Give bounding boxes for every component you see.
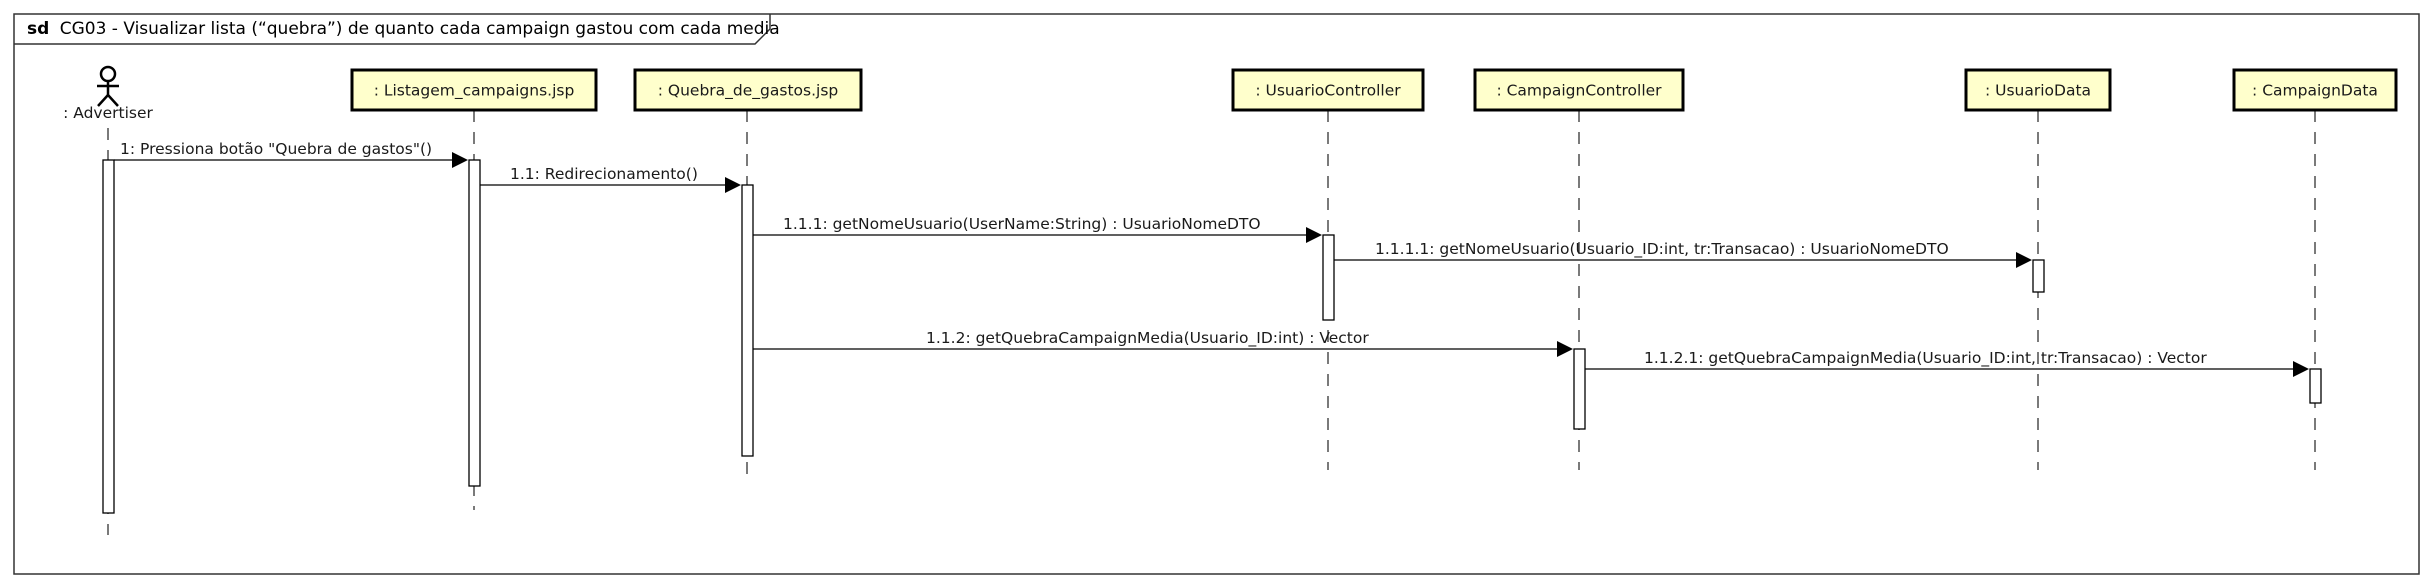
actor-label: : Advertiser <box>63 104 153 122</box>
lifeline-label-listagem: : Listagem_campaigns.jsp <box>374 82 575 101</box>
advertiser-actor-icon <box>97 65 119 107</box>
message-label-1-1: 1.1: Redirecionamento() <box>510 165 698 183</box>
activation-usuario-controller <box>1322 234 1335 321</box>
activation-listagem <box>468 159 481 487</box>
lifeline-label-campaign-data: : CampaignData <box>2252 82 2378 100</box>
frame-title-text: CG03 - Visualizar lista (“quebra”) de qu… <box>60 19 780 39</box>
lifeline-label-campaign-controller: : CampaignController <box>1496 82 1662 100</box>
lifeline-box-usuario-data <box>1964 68 2112 112</box>
diagram-frame <box>13 13 2420 575</box>
lifeline-box-campaign-controller <box>1473 68 1685 112</box>
lifeline-box-listagem <box>350 68 598 112</box>
lifeline-box-campaign-data <box>2232 68 2398 112</box>
arrowhead-1-1 <box>725 177 741 193</box>
message-label-1: 1: Pressiona botão "Quebra de gastos"() <box>120 140 432 158</box>
message-label-1-1-1: 1.1.1: getNomeUsuario(UserName:String) :… <box>783 215 1261 233</box>
message-label-1-1-2-1: 1.1.2.1: getQuebraCampaignMedia(Usuario_… <box>1644 349 2207 368</box>
arrowhead-1-1-2 <box>1557 341 1573 357</box>
arrowhead-1-1-2-1 <box>2293 361 2309 377</box>
activation-usuario-data <box>2032 259 2045 293</box>
activation-advertiser <box>102 159 115 514</box>
message-label-1-1-2: 1.1.2: getQuebraCampaignMedia(Usuario_ID… <box>926 329 1369 348</box>
arrowhead-1-1-1 <box>1306 227 1322 243</box>
activation-quebra <box>741 184 754 457</box>
lifeline-box-usuario-controller <box>1231 68 1425 112</box>
message-label-1-1-1-1: 1.1.1.1: getNomeUsuario(Usuario_ID:int, … <box>1375 240 1949 259</box>
frame-keyword: sd <box>27 19 49 39</box>
lifeline-label-usuario-data: : UsuarioData <box>1985 82 2091 100</box>
arrowhead-1-1-1-1 <box>2016 252 2032 268</box>
frame-tab <box>14 14 771 45</box>
activation-campaign-controller <box>1573 348 1586 430</box>
frame-title: sd CG03 - Visualizar lista (“quebra”) de… <box>27 19 780 39</box>
lifeline-label-usuario-controller: : UsuarioController <box>1255 82 1401 100</box>
lifeline-box-quebra <box>633 68 863 112</box>
activation-campaign-data <box>2309 368 2322 404</box>
arrowhead-1 <box>452 152 468 168</box>
lifeline-label-quebra: : Quebra_de_gastos.jsp <box>658 82 839 101</box>
